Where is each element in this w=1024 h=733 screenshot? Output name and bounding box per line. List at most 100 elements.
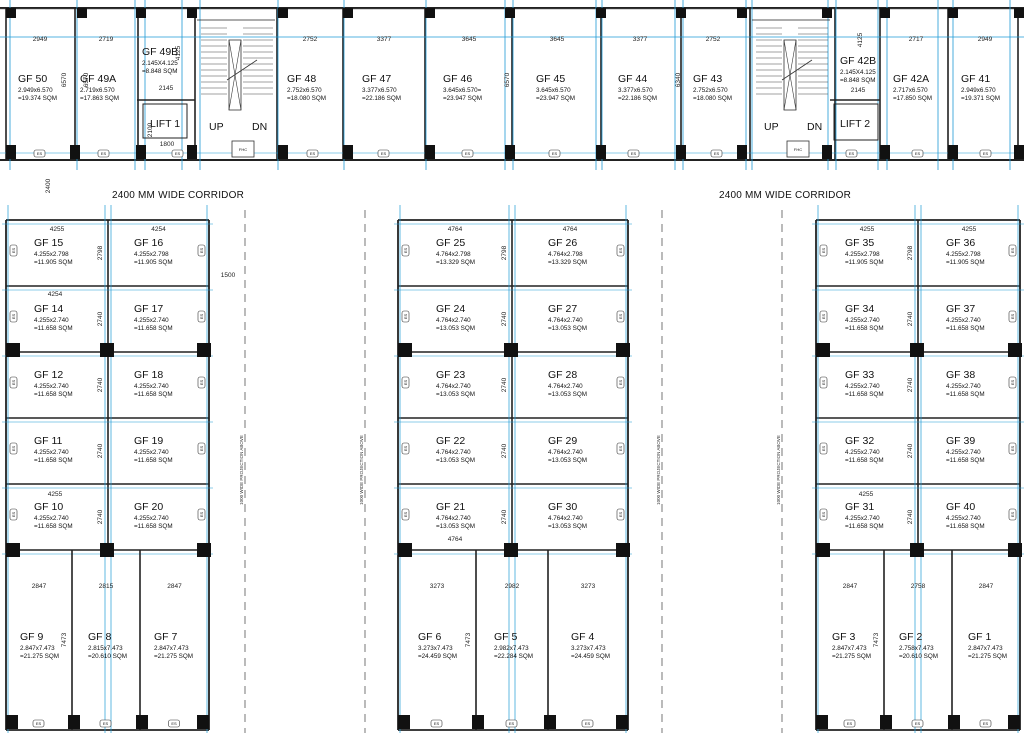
depth-dimension: 7473 xyxy=(61,632,68,647)
stair-arrow xyxy=(226,59,258,81)
shop-gf38-area: =11.658 SQM xyxy=(946,391,985,398)
shop-gf31-area: =11.658 SQM xyxy=(845,523,884,530)
width-dimension: 4764 xyxy=(563,226,578,233)
shop-gf16-size: 4.255x2.798 xyxy=(134,251,169,258)
depth-dimension: 2740 xyxy=(907,443,914,458)
shop-gf24-name: GF 24 xyxy=(436,303,465,315)
shop-gf34-area: =11.658 SQM xyxy=(845,325,884,332)
electric-meter-icon: ES xyxy=(1008,442,1017,455)
electric-meter-icon: ES xyxy=(99,719,112,728)
shop-gf2-name: GF 2 xyxy=(899,631,922,643)
shop-gf12-area: =11.658 SQM xyxy=(34,391,73,398)
meter-box xyxy=(9,376,18,389)
meter-box xyxy=(197,244,206,257)
meter-label: ES xyxy=(618,446,623,452)
depth-dimension: 7473 xyxy=(873,632,880,647)
column xyxy=(505,8,515,18)
meter-box xyxy=(616,442,625,455)
shop-gf7-name: GF 7 xyxy=(154,631,177,643)
column xyxy=(504,543,518,557)
meter-label: ES xyxy=(618,314,623,320)
shop-gf42b-area: =8.848 SQM xyxy=(840,77,876,84)
meter-box xyxy=(197,508,206,521)
shop-gf24-size: 4.764x2.740 xyxy=(436,317,471,324)
column xyxy=(6,145,16,159)
shop-gf23-area: =13.053 SQM xyxy=(436,391,475,398)
column xyxy=(68,715,80,729)
column xyxy=(544,715,556,729)
depth-dimension: 2740 xyxy=(501,377,508,392)
shop-gf19-size: 4.255x2.740 xyxy=(134,449,169,456)
width-dimension: 2758 xyxy=(911,583,926,590)
shop-gf4-name: GF 4 xyxy=(571,631,594,643)
column xyxy=(676,8,686,18)
shop-gf7-size: 2.847x7.473 xyxy=(154,645,189,652)
shop-gf34-name: GF 34 xyxy=(845,303,874,315)
meter-box xyxy=(505,719,518,728)
meter-box xyxy=(1008,376,1017,389)
shop-gf5-size: 2.982x7.473 xyxy=(494,645,529,652)
shop-gf43-area: =18.080 SQM xyxy=(693,95,732,102)
meter-box xyxy=(9,310,18,323)
meter-label: ES xyxy=(509,721,515,726)
shop-gf2-size: 2.758x7.473 xyxy=(899,645,934,652)
meter-box xyxy=(197,442,206,455)
electric-meter-icon: ES xyxy=(461,149,474,158)
electric-meter-icon: ES xyxy=(1008,376,1017,389)
shop-gf39-name: GF 39 xyxy=(946,435,975,447)
meter-box xyxy=(845,149,858,158)
electric-meter-icon: ES xyxy=(819,376,828,389)
electric-meter-icon: ES xyxy=(197,310,206,323)
column xyxy=(505,145,515,159)
shop-gf35-area: =11.905 SQM xyxy=(845,259,884,266)
shop-gf34-size: 4.255x2.740 xyxy=(845,317,880,324)
lift-shaft xyxy=(142,103,188,139)
width-dimension: 2847 xyxy=(843,583,858,590)
shop-gf25-name: GF 25 xyxy=(436,237,465,249)
electric-meter-icon: ES xyxy=(168,719,180,728)
fire-hose-cabinet xyxy=(786,140,810,158)
shop-gf36-size: 4.255x2.798 xyxy=(946,251,981,258)
shop-gf27-size: 4.764x2.740 xyxy=(548,317,583,324)
column xyxy=(197,343,211,357)
meter-box xyxy=(401,310,410,323)
meter-box xyxy=(819,508,828,521)
shop-gf24-area: =13.053 SQM xyxy=(436,325,475,332)
width-dimension: 2847 xyxy=(979,583,994,590)
shop-gf14-size: 4.255x2.740 xyxy=(34,317,69,324)
meter-box xyxy=(843,719,856,728)
shop-gf10-area: =11.658 SQM xyxy=(34,523,73,530)
shop-gf4-size: 3.273x7.473 xyxy=(571,645,606,652)
projection-note: 1000 WIDE PROJECTION ABOVE xyxy=(359,435,364,505)
shop-gf38-name: GF 38 xyxy=(946,369,975,381)
column xyxy=(880,145,890,159)
shop-gf49a-name: GF 49A xyxy=(80,73,116,85)
shop-gf49b-area: =8.848 SQM xyxy=(142,68,178,75)
shop-gf17-size: 4.255x2.740 xyxy=(134,317,169,324)
column xyxy=(504,343,518,357)
electric-meter-icon: ES xyxy=(710,149,723,158)
depth-dimension: 2740 xyxy=(501,509,508,524)
shop-gf28-size: 4.764x2.740 xyxy=(548,383,583,390)
projection-note: 1000 WIDE PROJECTION ABOVE xyxy=(656,435,661,505)
width-dimension: 3273 xyxy=(581,583,596,590)
meter-box xyxy=(33,149,46,158)
meter-box xyxy=(171,149,184,158)
column xyxy=(425,8,435,18)
shop-gf11-size: 4.255x2.740 xyxy=(34,449,69,456)
shop-gf15-size: 4.255x2.798 xyxy=(34,251,69,258)
meter-label: ES xyxy=(199,512,204,518)
column xyxy=(948,8,958,18)
meter-label: ES xyxy=(11,248,16,254)
shop-gf48-name: GF 48 xyxy=(287,73,316,85)
electric-meter-icon: ES xyxy=(9,244,18,257)
width-dimension: 4255 xyxy=(50,226,65,233)
lift-width-dimension: 1800 xyxy=(160,141,175,148)
column xyxy=(948,715,960,729)
electric-meter-icon: ES xyxy=(197,442,206,455)
shop-gf48-size: 2.752x6.570 xyxy=(287,87,322,94)
meter-label: ES xyxy=(199,314,204,320)
meter-label: ES xyxy=(175,151,181,156)
column xyxy=(136,8,146,18)
